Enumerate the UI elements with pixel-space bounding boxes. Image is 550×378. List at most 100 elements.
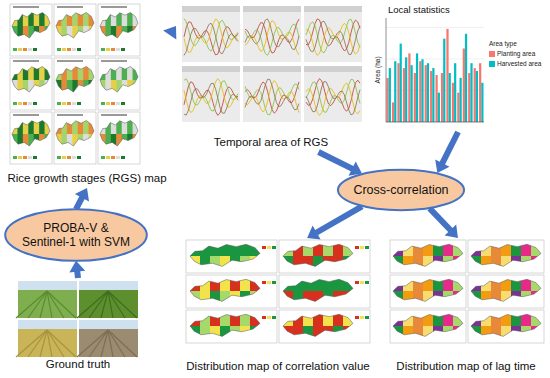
map-patch — [23, 11, 29, 27]
map-patch — [491, 326, 502, 340]
crop-row — [77, 291, 108, 318]
map-patch — [39, 11, 45, 27]
legend-chip — [106, 156, 110, 159]
bar — [454, 63, 456, 122]
panel-strip — [243, 6, 301, 12]
map-fill — [12, 119, 51, 150]
photo-sky — [79, 320, 138, 357]
legend-chip — [262, 246, 266, 249]
map-fill — [100, 65, 139, 96]
series-line — [306, 82, 360, 115]
legend-text: Harvested area — [497, 60, 541, 67]
photo-sky — [79, 281, 138, 318]
map-patch — [89, 80, 95, 96]
legend-chip — [13, 102, 17, 105]
process-label: PROBA-V & Sentinel-1 with SVM — [21, 221, 131, 250]
map-fill — [283, 313, 354, 340]
map-patch — [17, 11, 23, 27]
map-patch — [83, 26, 89, 42]
map-patch — [72, 26, 78, 42]
photo-field — [18, 290, 77, 318]
legend-chip — [33, 156, 37, 159]
map-patch — [45, 80, 51, 96]
map-patch — [491, 278, 502, 292]
map-patch — [250, 291, 261, 305]
map-patch — [122, 134, 128, 150]
panel-caption: Distribution map of correlation value — [186, 360, 369, 374]
series-line — [306, 79, 360, 112]
figure-panel: Distribution map of lag time — [386, 238, 546, 376]
map-frame — [98, 112, 140, 164]
bar — [460, 78, 462, 122]
arrow-shaft — [76, 197, 82, 209]
bar — [449, 73, 451, 122]
map-patch — [111, 65, 117, 81]
map-patch — [511, 243, 522, 257]
map-patch — [210, 313, 221, 327]
crop-row — [40, 330, 47, 357]
map-patch — [78, 134, 84, 150]
legend-chip — [57, 102, 61, 105]
legend-item: Planting area — [489, 50, 535, 57]
map-outline — [100, 67, 138, 93]
map-patch — [303, 278, 314, 292]
map-patch — [333, 278, 344, 292]
map-patch — [116, 26, 122, 42]
legend-chip — [23, 102, 27, 105]
map-patch — [34, 80, 40, 96]
arrow-head — [435, 160, 449, 173]
map-patch — [481, 313, 492, 327]
map-patch — [333, 243, 344, 257]
series-line — [245, 19, 299, 53]
map-fill — [393, 243, 464, 270]
map-patch — [521, 278, 532, 292]
map-patch — [443, 291, 454, 305]
map-fill — [471, 313, 542, 340]
legend-chip — [23, 48, 27, 51]
map-patch — [210, 256, 221, 270]
map-patch — [17, 119, 23, 135]
map-outline — [100, 13, 138, 39]
series-line — [184, 23, 238, 55]
bar — [481, 83, 483, 122]
legend-chip — [272, 281, 276, 284]
map-patch — [250, 326, 261, 340]
legend-chip — [101, 48, 105, 51]
photo-sky — [18, 320, 77, 357]
flow-arrow — [307, 206, 362, 239]
map-patch — [343, 291, 354, 305]
legend-chip — [365, 316, 369, 319]
map-patch — [453, 326, 464, 340]
map-patch — [511, 278, 522, 292]
map-fill — [283, 243, 354, 270]
map-patch — [72, 80, 78, 96]
legend-chip — [67, 156, 71, 159]
figure-panel: Distribution map of correlation value — [181, 238, 375, 376]
crop-row — [108, 330, 137, 357]
map-patch — [23, 119, 29, 135]
map-patch — [313, 256, 324, 270]
legend-swatch — [489, 61, 495, 67]
map-patch — [333, 326, 344, 340]
map-outline — [283, 279, 353, 301]
figure-panel: Temporal area of RGS — [176, 2, 366, 152]
legend-chip — [360, 281, 364, 284]
map-fill — [56, 119, 95, 150]
map-patch — [122, 119, 128, 135]
map-patch — [34, 119, 40, 135]
map-patch — [501, 256, 512, 270]
map-outline — [471, 279, 541, 301]
legend-chip — [77, 102, 81, 105]
legend-chip — [360, 246, 364, 249]
panel-strip — [182, 66, 240, 72]
arrow-head — [163, 26, 176, 40]
series-line — [306, 83, 360, 115]
flow-arrow — [430, 208, 458, 238]
bar-chart — [386, 18, 484, 122]
map-fill — [190, 278, 261, 305]
legend-swatch — [489, 51, 495, 57]
map-frame — [54, 112, 96, 164]
map-patch — [531, 326, 542, 340]
correlation-maps — [186, 240, 370, 343]
map-patch — [511, 313, 522, 327]
